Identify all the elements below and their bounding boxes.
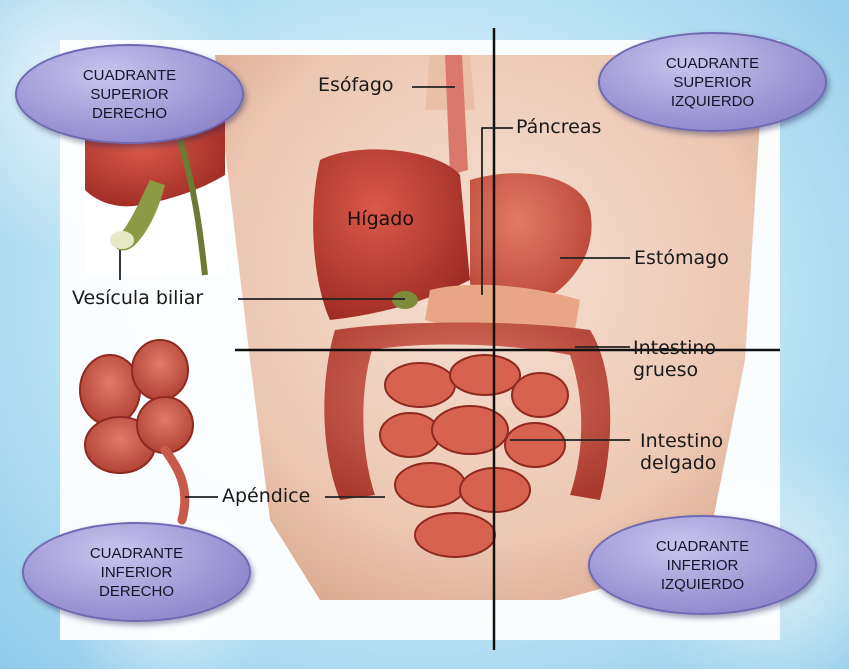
quadrant-lower-left-line3: IZQUIERDO [661,575,744,594]
quadrant-upper-right-line3: DERECHO [92,104,167,123]
label-intestino-delgado-line1: Intestino [640,430,723,452]
quadrant-lower-right-line3: DERECHO [99,582,174,601]
label-apendice: Apéndice [222,485,310,507]
label-intestino-grueso-line2: grueso [633,359,698,381]
quadrant-upper-right-line2: SUPERIOR [90,85,168,104]
label-pancreas: Páncreas [516,116,601,138]
gallbladder-shape [392,291,418,309]
quadrant-upper-right: CUADRANTE SUPERIOR DERECHO [15,44,244,144]
label-intestino-delgado-line2: delgado [640,452,716,474]
quadrant-lower-right-line2: INFERIOR [101,563,173,582]
quadrant-lower-left-line2: INFERIOR [667,556,739,575]
label-intestino-grueso: Intestino grueso [633,337,743,381]
label-estomago: Estómago [634,247,729,269]
quadrant-lower-left: CUADRANTE INFERIOR IZQUIERDO [588,515,817,615]
quadrant-lower-right-line1: CUADRANTE [90,544,183,563]
quadrant-lower-left-line1: CUADRANTE [656,537,749,556]
inset-gallbladder-tip [110,231,134,249]
quadrant-lower-right: CUADRANTE INFERIOR DERECHO [22,522,251,622]
quadrant-upper-right-line1: CUADRANTE [83,66,176,85]
quadrant-upper-left-line1: CUADRANTE [666,54,759,73]
quadrant-upper-left: CUADRANTE SUPERIOR IZQUIERDO [598,32,827,132]
label-vesicula-biliar: Vesícula biliar [72,287,203,309]
label-higado: Hígado [347,208,414,230]
label-intestino-delgado: Intestino delgado [640,430,750,474]
quadrant-upper-left-line2: SUPERIOR [673,73,751,92]
label-esofago: Esófago [318,74,394,96]
label-intestino-grueso-line1: Intestino [633,337,716,359]
quadrant-upper-left-line3: IZQUIERDO [671,92,754,111]
